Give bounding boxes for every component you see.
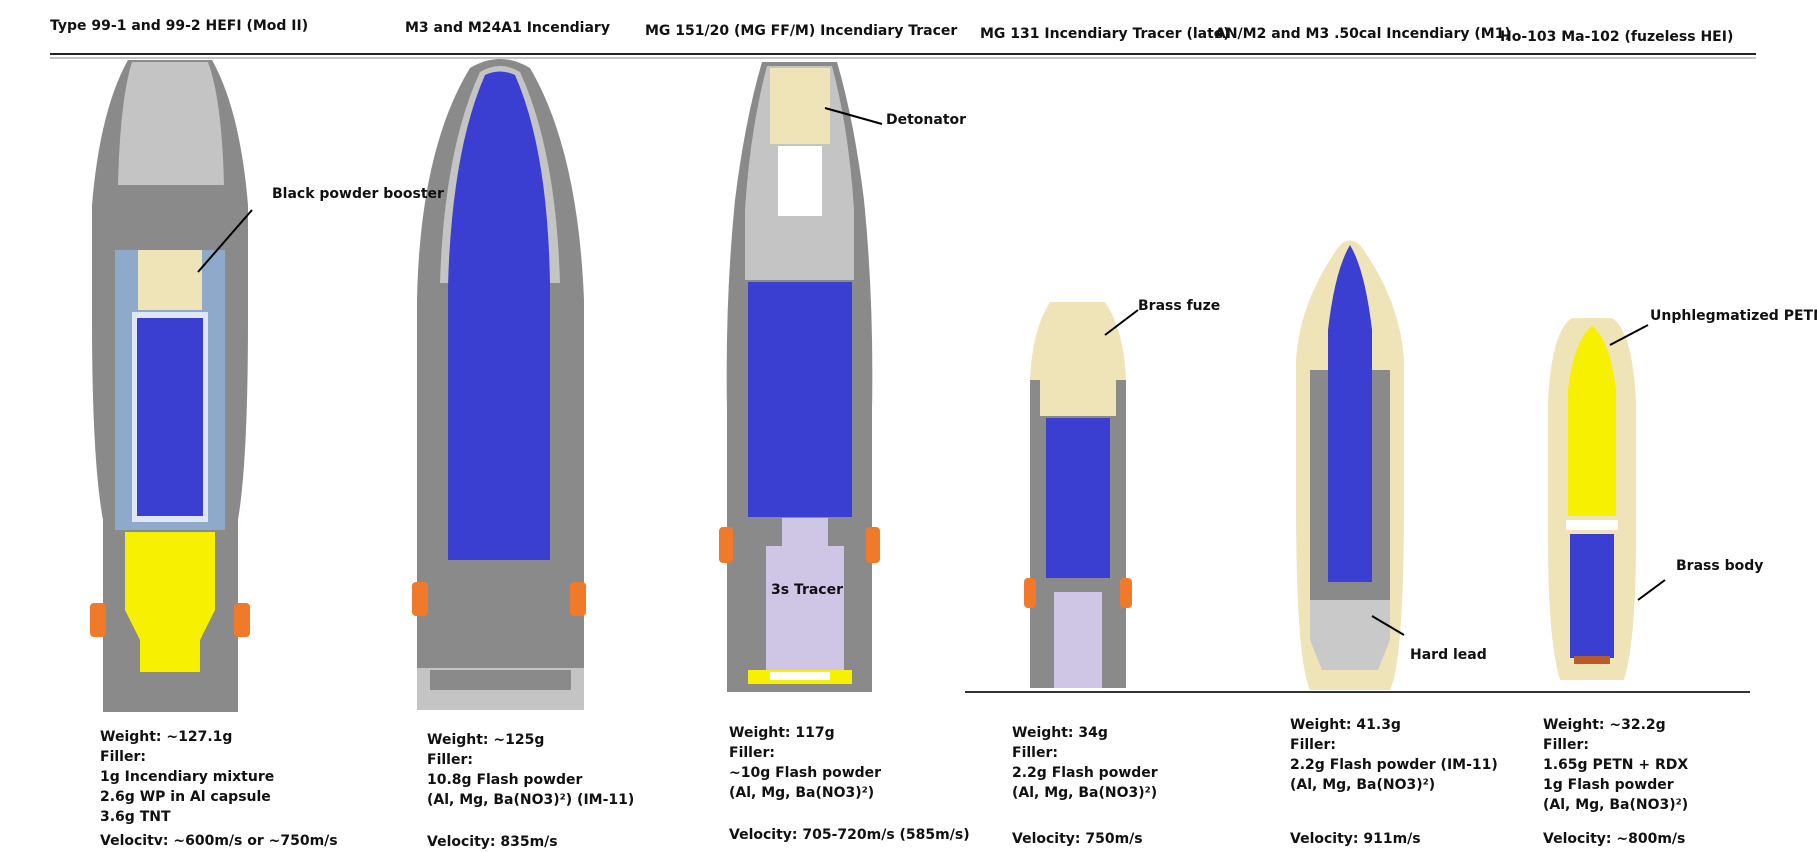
filler-line: 2.2g Flash powder (1012, 765, 1158, 781)
filler-line: 3.6g TNT (100, 809, 171, 825)
filler-line: (Al, Mg, Ba(NO3)²) (1012, 785, 1158, 801)
filler-line: 2.2g Flash powder (IM-11) (1290, 757, 1498, 773)
callout-3s-tracer: 3s Tracer (771, 582, 844, 598)
velocity-text: Velocity: ~800m/s (1543, 831, 1686, 847)
filler-line: 1g Flash powder (1543, 777, 1674, 793)
callout-brass-body: Brass body (1676, 558, 1764, 574)
callout-brass-fuze: Brass fuze (1138, 298, 1221, 314)
stats-m3: Weight: ~125g Filler: 10.8g Flash powder… (427, 730, 634, 852)
filler-line: (Al, Mg, Ba(NO3)²) (IM-11) (427, 792, 635, 808)
weight-text: Weight: ~127.1g (100, 729, 233, 745)
filler-label: Filler: (1012, 745, 1058, 761)
filler-line: ~10g Flash powder (729, 765, 882, 781)
velocity-text: Velocity: 911m/s (1290, 831, 1421, 847)
filler-line: 1g Incendiary mixture (100, 769, 275, 785)
velocity-text: Velocity: 750m/s (1012, 831, 1143, 847)
callout-leader-lines (197, 107, 1666, 636)
filler-label: Filler: (1543, 737, 1589, 753)
title-anm2: AN/M2 and M3 .50cal Incendiary (M1) (1215, 26, 1511, 42)
stats-anm2: Weight: 41.3g Filler: 2.2g Flash powder … (1290, 715, 1498, 849)
title-m3: M3 and M24A1 Incendiary (405, 20, 610, 36)
title-ho103: Ho-103 Ma-102 (fuzeless HEI) (1500, 29, 1734, 45)
weight-text: Weight: 41.3g (1290, 717, 1401, 733)
weight-text: Weight: 34g (1012, 725, 1108, 741)
filler-label: Filler: (427, 752, 473, 768)
filler-label: Filler: (1290, 737, 1336, 753)
stats-mg151: Weight: 117g Filler: ~10g Flash powder (… (729, 723, 970, 845)
filler-label: Filler: (100, 749, 146, 765)
filler-line: 1.65g PETN + RDX (1543, 757, 1689, 773)
title-mg131: MG 131 Incendiary Tracer (late) (980, 26, 1230, 42)
title-mg151: MG 151/20 (MG FF/M) Incendiary Tracer (645, 23, 958, 39)
filler-line: 10.8g Flash powder (427, 772, 583, 788)
weight-text: Weight: ~125g (427, 732, 545, 748)
projectile-m3-drawing (412, 59, 586, 710)
stats-ho103: Weight: ~32.2g Filler: 1.65g PETN + RDX … (1543, 715, 1688, 849)
velocity-text: Velocity: 835m/s (427, 834, 558, 850)
filler-line: (Al, Mg, Ba(NO3)²) (729, 785, 875, 801)
filler-label: Filler: (729, 745, 775, 761)
filler-line: (Al, Mg, Ba(NO3)²) (1290, 777, 1436, 793)
filler-line: 2.6g WP in Al capsule (100, 789, 271, 805)
projectile-anm2-drawing (1296, 240, 1404, 690)
projectile-type99-drawing (90, 60, 250, 712)
projectile-ho103-drawing (1548, 318, 1636, 680)
title-type99: Type 99-1 and 99-2 HEFI (Mod II) (50, 18, 309, 34)
callout-unphlegmatized-petn: Unphlegmatized PETN (1650, 308, 1817, 324)
velocity-text: Velocity: 705-720m/s (585m/s) (729, 827, 970, 843)
callout-hard-lead: Hard lead (1410, 647, 1487, 663)
filler-line: (Al, Mg, Ba(NO3)²) (1543, 797, 1689, 813)
callout-detonator: Detonator (886, 112, 967, 128)
projectile-mg131-drawing (1024, 302, 1132, 688)
velocity-text: Velocitv: ~600m/s or ~750m/s (100, 833, 338, 849)
projectile-mg151-drawing (719, 62, 880, 692)
weight-text: Weight: ~32.2g (1543, 717, 1666, 733)
callout-black-powder-booster: Black powder booster (272, 186, 444, 202)
weight-text: Weight: 117g (729, 725, 835, 741)
stats-mg131: Weight: 34g Filler: 2.2g Flash powder (A… (1012, 723, 1158, 849)
stats-type99: Weight: ~127.1g Filler: 1g Incendiary mi… (100, 727, 338, 851)
